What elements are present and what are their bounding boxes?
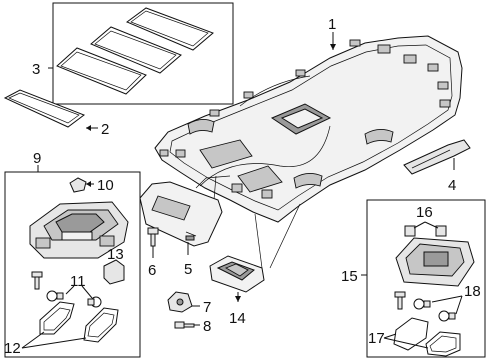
map-lamp-part-14 xyxy=(209,255,265,293)
bulb-cap-part-10 xyxy=(69,177,87,193)
callout-8: 8 xyxy=(203,318,211,335)
screw-group-15 xyxy=(394,291,406,310)
callout-12: 12 xyxy=(4,340,21,357)
callout-5: 5 xyxy=(184,261,192,278)
callout-18: 18 xyxy=(464,283,481,300)
callout-13: 13 xyxy=(107,246,124,263)
callout-16: 16 xyxy=(416,204,433,221)
grab-handle-part-4 xyxy=(403,139,471,175)
headliner-part-1 xyxy=(154,35,463,269)
screw-part-6 xyxy=(147,227,159,247)
lamp-group-box-9 xyxy=(4,171,141,358)
pad-set-box xyxy=(52,2,234,105)
lamp-group-box-15 xyxy=(366,199,486,358)
callout-15: 15 xyxy=(341,268,358,285)
sun-visor-part-5 xyxy=(139,181,223,247)
callout-4: 4 xyxy=(448,177,456,194)
pad-panel-1 xyxy=(125,7,214,51)
callout-14: 14 xyxy=(229,310,246,327)
callout-6: 6 xyxy=(148,262,156,279)
callout-1: 1 xyxy=(328,16,336,33)
callout-10: 10 xyxy=(97,177,114,194)
pad-panel-3 xyxy=(56,47,147,95)
pad-panel-2 xyxy=(90,26,182,74)
callout-2: 2 xyxy=(101,121,109,138)
bulb-part-11 xyxy=(46,290,102,308)
callout-9: 9 xyxy=(33,150,41,167)
lens-part-12 xyxy=(39,301,119,343)
pad-part-2 xyxy=(3,89,86,128)
bulb-cap-part-16 xyxy=(404,225,447,237)
callout-3: 3 xyxy=(32,61,40,78)
lens-part-17 xyxy=(393,317,461,357)
callout-7: 7 xyxy=(203,299,211,316)
callout-11: 11 xyxy=(70,273,86,290)
callout-17: 17 xyxy=(368,330,385,347)
dome-lamp-housing xyxy=(395,237,475,287)
switch-part-13 xyxy=(103,259,125,285)
overhead-console xyxy=(29,201,129,259)
clip-part-7 xyxy=(167,291,193,313)
screw-group-9 xyxy=(31,271,43,290)
screw-part-8 xyxy=(174,321,195,329)
bulb-part-18 xyxy=(413,298,456,322)
